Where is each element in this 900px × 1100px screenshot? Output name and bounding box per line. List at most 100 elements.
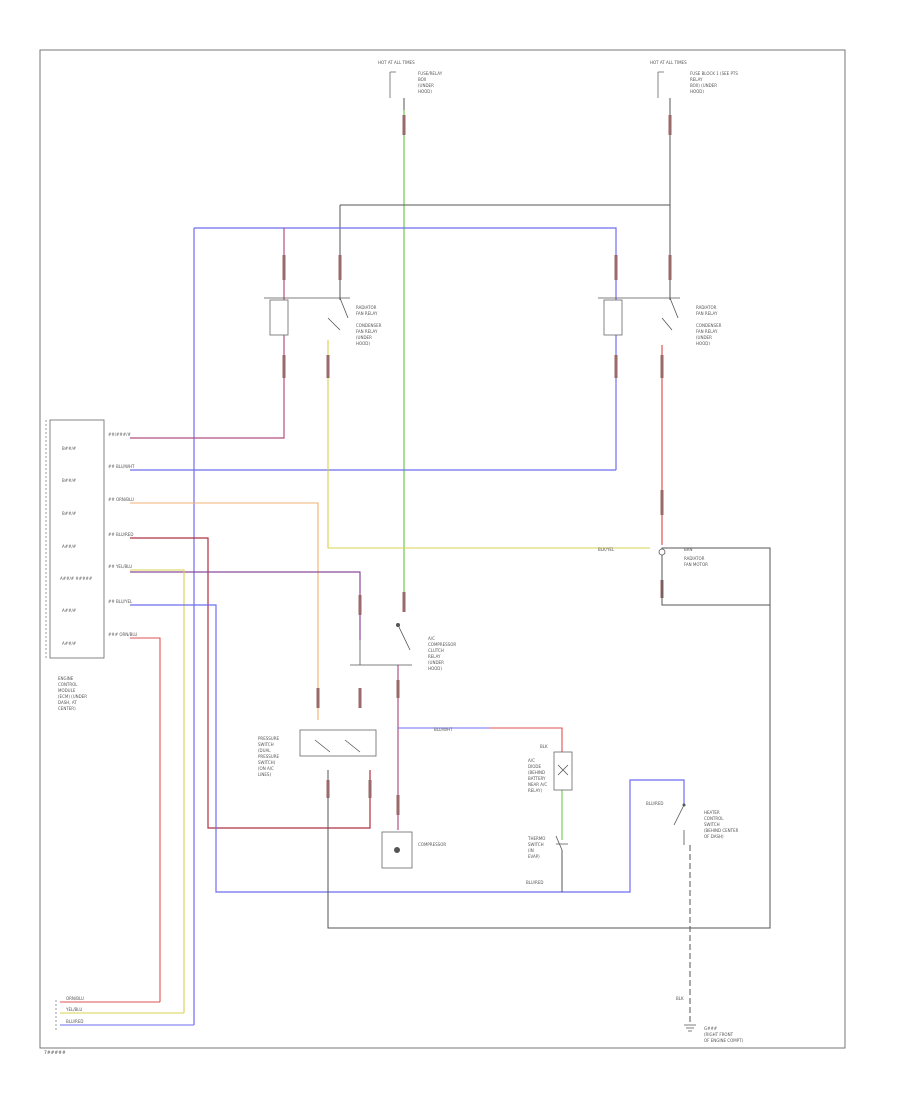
fan-pin: BRN	[684, 547, 693, 552]
wire-yellow-ecm-down	[130, 569, 185, 1013]
ac-relay-line-4: RELAY	[428, 654, 441, 659]
fuse-right-line-1: FUSE BLOCK 1 (SEE PTS	[690, 71, 738, 76]
ground-wire: BLK	[676, 996, 684, 1001]
fan-motor-node	[658, 548, 666, 556]
wire-yellow-fan	[327, 340, 650, 549]
diode-line-2: DIODE	[528, 764, 541, 769]
ecm-pin-5: A##/# #####	[60, 576, 93, 581]
ecm-caption-2: CONTROL	[58, 682, 78, 687]
heater-line-1: HEATER	[704, 810, 720, 815]
ground-line-2: (RIGHT FRONT	[704, 1032, 734, 1037]
wire-purple-ac-relay	[130, 571, 361, 640]
heater-line-5: OF DASH)	[704, 834, 724, 839]
ac-diode: BLU/WHT BLK A/C DIODE (BEHIND BATTERY NE…	[434, 727, 573, 793]
bottom-tag-3: BLU/RED	[66, 1019, 83, 1024]
bottom-tag-2: YEL/BLU	[65, 1007, 82, 1012]
heater-line-3: SWITCH	[704, 822, 720, 827]
wire-blue-relay-loop	[130, 227, 617, 1025]
thermo-line-2: SWITCH	[528, 842, 544, 847]
ac-relay-node	[396, 623, 400, 627]
diode-wire: BLU/WHT	[434, 727, 453, 732]
relay-left-line-1: RADIATOR	[356, 305, 377, 310]
pressure-line-2: SWITCH	[258, 742, 274, 747]
ac-relay-line-3: CLUTCH	[428, 648, 444, 653]
fan-motor-box	[661, 547, 771, 606]
ecm-wire-7: ### ORN/BLU	[108, 632, 137, 637]
relay-left-line-6: (UNDER	[356, 335, 372, 340]
heater-line-4: (BEHIND CENTER	[704, 828, 739, 833]
wire-black-fan-return	[661, 580, 770, 606]
pressure-switch: PRESSURE SWITCH (DUAL PRESSURE SWITCH) (…	[258, 729, 377, 777]
ecm-pin-6: A##/#	[62, 608, 77, 613]
ground-line-3: OF ENGINE COMPT)	[704, 1038, 744, 1043]
diode-line-5: NEAR A/C	[528, 782, 547, 787]
ecm-box	[49, 419, 105, 659]
diode-line-1: A/C	[528, 758, 535, 763]
bottom-tag-1: ORN/BLU	[66, 996, 84, 1001]
relay-right-line-2: FAN RELAY	[696, 311, 718, 316]
fuse-left-line-3: (UNDER	[418, 83, 434, 88]
footer-code: 7#####	[44, 1050, 66, 1056]
fuse-box-right: HOT AT ALL TIMES FUSE BLOCK 1 (SEE PTS R…	[650, 60, 738, 98]
fan-wire: BLK/YEL	[598, 547, 615, 552]
fuse-left-line-1: FUSE/RELAY	[418, 71, 443, 76]
thermo-line-1: THERMO	[527, 836, 545, 841]
wire-darkred-pressure	[130, 537, 371, 829]
ecm-caption-4: (ECM) (UNDER	[58, 694, 87, 699]
relay-right-line-5: FAN RELAY	[696, 329, 718, 334]
ac-relay-line-6: HOOD)	[428, 666, 442, 671]
thermo-wire: BLU/RED	[526, 880, 543, 885]
ecm-pin-1: B##/#	[62, 446, 77, 451]
heater-control-switch: BLU/RED HEATER CONTROL SWITCH (BEHIND CE…	[646, 801, 739, 845]
relay-left-line-7: HOOD)	[356, 341, 370, 346]
diode-pin: BLK	[540, 744, 548, 749]
ecm-wire-1: ##/###/#	[108, 432, 131, 437]
ecm-pin-7: A##/#	[62, 641, 77, 646]
relay-left-line-2: FAN RELAY	[356, 311, 378, 316]
fuse-box-left: HOT AT ALL TIMES FUSE/RELAY BOX (UNDER H…	[378, 60, 443, 98]
diode-line-4: BATTERY	[528, 776, 546, 781]
bottom-wire-tags: ORN/BLU YEL/BLU BLU/RED	[55, 996, 194, 1030]
ecm-caption-5: DASH, AT	[58, 700, 77, 705]
pressure-line-7: LINES)	[258, 772, 271, 777]
ground-line-1: G###	[704, 1026, 718, 1031]
connectors	[282, 115, 672, 815]
radiator-relay-left: RADIATOR FAN RELAY CONDENSER FAN RELAY (…	[264, 297, 382, 346]
ecm-wire-4: ## BLU/RED	[108, 532, 133, 537]
thermo-switch: THERMO SWITCH (IN EVAP) BLU/RED	[526, 835, 568, 885]
ecm-caption-1: ENGINE	[58, 676, 74, 681]
ecm-wire-3: ## ORN/BLU	[108, 497, 134, 502]
ecm-wire-5: ## YEL/BLU	[108, 564, 132, 569]
wire-purple-ecm-1	[130, 228, 285, 439]
ecm-pin-3: B##/#	[62, 511, 77, 516]
thermo-line-4: EVAP)	[528, 854, 540, 859]
fuse-right-title: HOT AT ALL TIMES	[650, 60, 687, 65]
ac-relay-line-1: A/C	[428, 636, 435, 641]
pressure-line-6: (ON A/C	[258, 766, 274, 771]
relay-right-coil	[603, 299, 623, 336]
pressure-line-3: (DUAL	[258, 748, 271, 753]
ecm-wire-6: ## BLU/YEL	[108, 599, 133, 604]
wire-blue-thermo	[130, 604, 685, 893]
ecm-wire-2: ## BLU/WHT	[108, 464, 135, 469]
pressure-line-4: PRESSURE	[258, 754, 280, 759]
ecm-pin-4: A##/#	[62, 544, 77, 549]
diagram-frame	[39, 49, 846, 1049]
relay-left-coil	[269, 299, 289, 336]
fuse-left-title: HOT AT ALL TIMES	[378, 60, 415, 65]
relay-right-line-4: CONDENSER	[696, 323, 722, 328]
fuse-left-line-4: HOOD)	[418, 89, 432, 94]
wire-black-right-feed	[339, 98, 671, 300]
ecm: B##/# B##/# B##/# A##/# A##/# ##### A##/…	[45, 419, 137, 711]
relay-left-line-4: CONDENSER	[356, 323, 382, 328]
diode-box	[553, 751, 573, 791]
fuse-right-line-2: RELAY	[690, 77, 703, 82]
relay-right-line-7: HOOD)	[696, 341, 710, 346]
compressor: COMPRESSOR	[381, 831, 446, 869]
pressure-line-1: PRESSURE	[258, 736, 280, 741]
thermo-line-3: (IN	[528, 848, 534, 853]
compressor-label: COMPRESSOR	[418, 842, 446, 847]
ac-relay-line-2: COMPRESSOR	[428, 642, 456, 647]
ecm-caption-3: MODULE	[58, 688, 76, 693]
relay-right-line-6: (UNDER	[696, 335, 712, 340]
